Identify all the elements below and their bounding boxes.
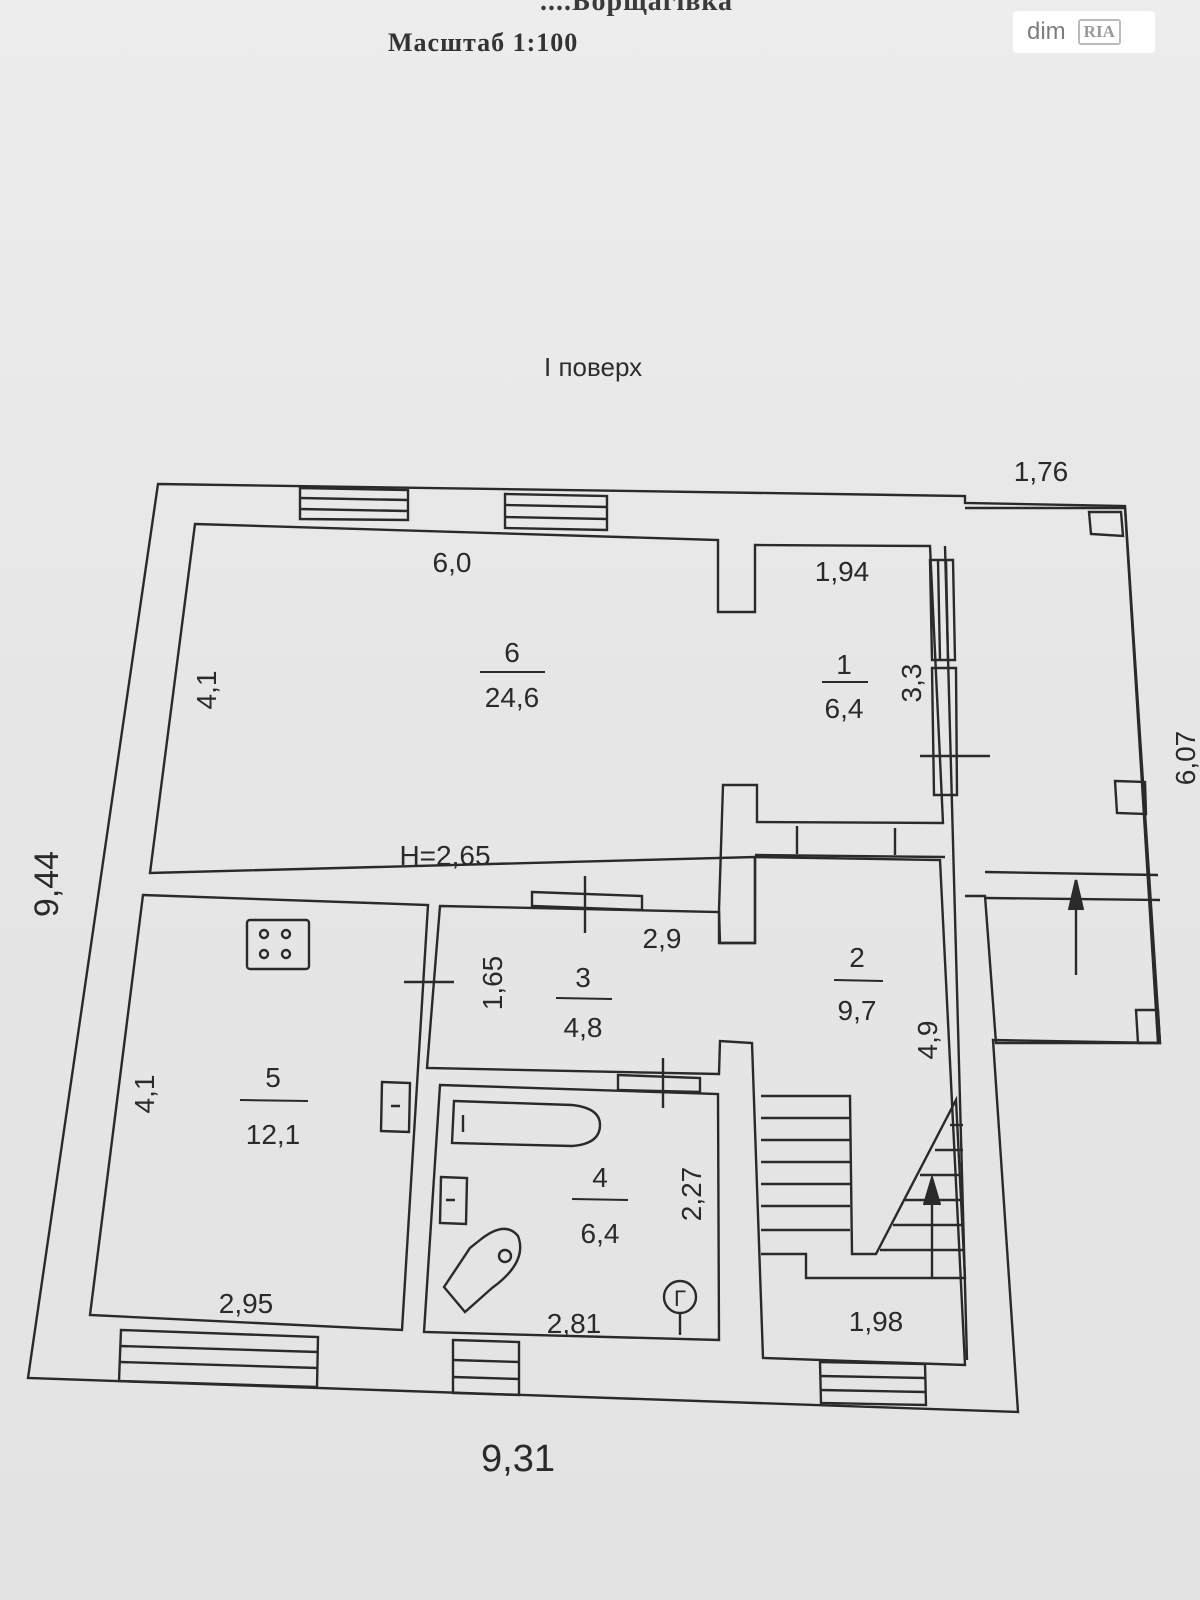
room-1-number: 1 [836, 649, 852, 680]
toilet [442, 1227, 522, 1314]
floor-title: І поверх [544, 352, 643, 382]
dim-room5-height: 4,1 [129, 1075, 160, 1114]
porch-column-1 [1087, 510, 1125, 538]
dim-bath-height: 2,27 [676, 1167, 707, 1222]
dim-stair-width: 1,98 [849, 1306, 904, 1337]
porch-arrow-head [1067, 879, 1085, 911]
toilet-mark [497, 1248, 513, 1264]
header-scale: Масштаб 1:100 [388, 28, 579, 57]
bath-sink [438, 1175, 469, 1226]
stove [245, 918, 311, 971]
room-4-area: 6,4 [581, 1218, 620, 1249]
dim-room1-width: 1,94 [815, 556, 870, 587]
dim-room3-height: 1,65 [477, 956, 508, 1011]
room-5-area: 12,1 [246, 1119, 301, 1150]
porch-column-3 [1134, 1008, 1162, 1045]
header-location: ....Борщагівка [540, 0, 734, 17]
outer-wall [26, 482, 1162, 1414]
dim-bath-width: 2,81 [547, 1308, 602, 1339]
room-1-bottom [754, 853, 946, 859]
dim-porch-height: 6,07 [1170, 731, 1200, 786]
dim-room6-height: 4,1 [191, 671, 222, 710]
dim-room3-width: 2,9 [643, 923, 682, 954]
dim-total-height: 9,44 [28, 851, 66, 917]
room-5-number: 5 [265, 1062, 281, 1093]
dim-room1-height: 3,3 [896, 664, 927, 703]
room-4-number: 4 [592, 1162, 608, 1193]
door-frame-1 [530, 890, 644, 912]
room-1-area: 6,4 [825, 693, 864, 724]
dim-ria-logo[interactable]: dim RIA [1013, 11, 1155, 53]
windows [117, 486, 959, 1407]
room-5-outline [88, 893, 430, 1332]
dim-room5-width: 2,95 [219, 1288, 274, 1319]
porch-divider-1 [984, 870, 1159, 877]
stair-arrow-head [922, 1173, 942, 1206]
porch-column-2 [1113, 779, 1148, 816]
room-2-area: 9,7 [838, 995, 877, 1026]
dim-top-porch: 1,76 [1014, 456, 1069, 487]
room-3-outline [425, 855, 967, 1367]
dim-room6-width: 6,0 [433, 547, 472, 578]
room-6-number: 6 [504, 637, 520, 668]
door-frame-2 [616, 1073, 702, 1094]
room-2-number: 2 [849, 942, 865, 973]
stove-burners [258, 928, 292, 960]
dim-room2-height: 4,9 [912, 1021, 943, 1060]
dim-total-width: 9,31 [481, 1438, 555, 1480]
room-6-area: 24,6 [485, 682, 540, 713]
stair-treads [761, 1116, 963, 1252]
ceiling-height: Н=2,65 [399, 840, 490, 871]
bathtub [450, 1099, 602, 1148]
staircase [761, 1094, 967, 1280]
room-3-area: 4,8 [564, 1012, 603, 1043]
boiler-symbol: Г [674, 1286, 686, 1311]
porch-outline [965, 506, 1160, 1045]
room-3-number: 3 [575, 962, 591, 993]
logo-badge: RIA [1077, 19, 1121, 45]
kitchen-sink [379, 1080, 412, 1134]
logo-text: dim [1027, 18, 1066, 45]
